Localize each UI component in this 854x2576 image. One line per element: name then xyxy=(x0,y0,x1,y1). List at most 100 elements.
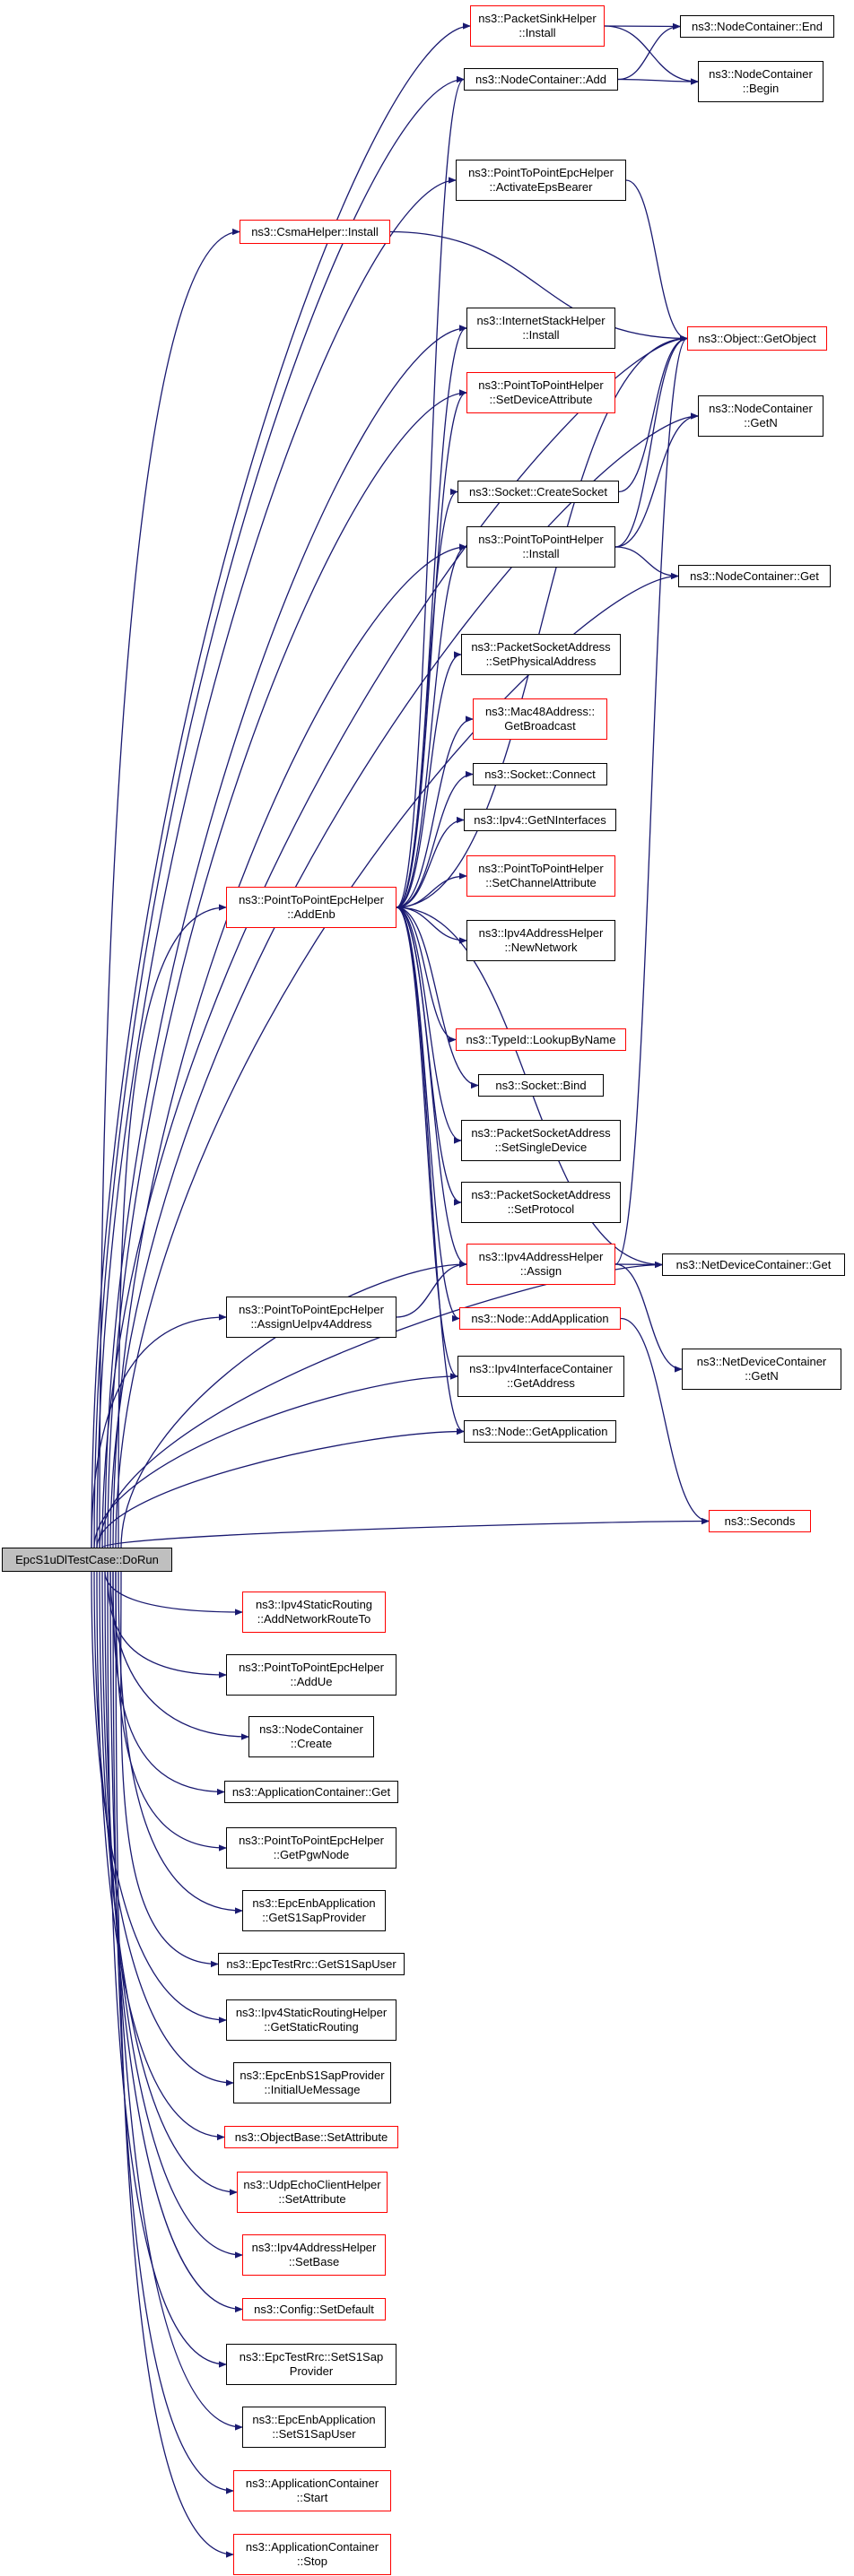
node-csmahelper-install[interactable]: ns3::CsmaHelper::Install xyxy=(240,220,390,244)
edge-root-to-seconds xyxy=(101,1517,710,1548)
edge-p2pepc-addenb-to-p2phelper-install xyxy=(396,543,467,908)
node-udpechoclienthelper-setattribute[interactable]: ns3::UdpEchoClientHelper ::SetAttribute xyxy=(237,2172,388,2213)
node-nodecontainer-create[interactable]: ns3::NodeContainer ::Create xyxy=(248,1716,374,1757)
edge-root-to-applicationcontainer-stop xyxy=(115,1571,234,2558)
node-p2pepc-getpgwnode[interactable]: ns3::PointToPointEpcHelper ::GetPgwNode xyxy=(226,1827,396,1869)
node-netdevicecontainer-get[interactable]: ns3::NetDeviceContainer::Get xyxy=(662,1253,845,1276)
node-ipv4interfacecontainer-getaddress[interactable]: ns3::Ipv4InterfaceContainer ::GetAddress xyxy=(458,1356,624,1397)
edge-root-to-ipv4staticroutinghelper-getstaticrouting xyxy=(91,1571,227,2024)
edge-packetsinkhelper-install-to-nodecontainer-end xyxy=(604,22,681,30)
edge-root-to-node-getapplication xyxy=(96,1427,465,1548)
node-socket-connect[interactable]: ns3::Socket::Connect xyxy=(473,763,607,785)
node-nodecontainer-begin[interactable]: ns3::NodeContainer ::Begin xyxy=(698,61,824,102)
node-root: EpcS1uDlTestCase::DoRun xyxy=(2,1548,172,1572)
edge-socket-createsocket-to-object-getobject xyxy=(618,334,688,493)
node-ipv4addresshelper-assign[interactable]: ns3::Ipv4AddressHelper ::Assign xyxy=(466,1244,615,1285)
node-netdevicecontainer-getn[interactable]: ns3::NetDeviceContainer ::GetN xyxy=(682,1349,841,1390)
node-applicationcontainer-start[interactable]: ns3::ApplicationContainer ::Start xyxy=(233,2470,391,2511)
edge-p2pepc-addenb-to-p2phelper-setchannelattribute xyxy=(396,872,467,908)
edge-p2phelper-install-to-object-getobject xyxy=(614,334,688,548)
edge-root-to-nodecontainer-getn xyxy=(109,412,699,1548)
node-applicationcontainer-stop[interactable]: ns3::ApplicationContainer ::Stop xyxy=(233,2534,391,2575)
edge-p2pepc-activateepsbearer-to-object-getobject xyxy=(625,179,688,343)
edge-root-to-epcenbapplication-gets1sapprovider xyxy=(118,1571,243,1914)
edge-p2pepc-addenb-to-socket-bind xyxy=(396,906,479,1089)
edge-root-to-p2phelper-setdeviceattribute xyxy=(107,389,467,1548)
edge-ipv4addresshelper-assign-to-netdevicecontainer-getn xyxy=(614,1263,683,1373)
edge-p2pepc-addenb-to-mac48address-getbroadcast xyxy=(396,716,474,908)
edge-packetsinkhelper-install-to-nodecontainer-begin xyxy=(604,25,699,85)
node-nodecontainer-end[interactable]: ns3::NodeContainer::End xyxy=(680,15,834,38)
edge-root-to-p2pepc-addenb xyxy=(118,904,227,1548)
edge-root-to-p2pepc-assignueipv4address xyxy=(91,1314,227,1548)
edge-root-to-ipv4addresshelper-setbase xyxy=(101,1571,243,2259)
node-node-getapplication[interactable]: ns3::Node::GetApplication xyxy=(464,1420,616,1443)
edge-root-to-ipv4staticrouting-addnetworkrouteto xyxy=(104,1571,243,1616)
node-epctestrrc-gets1sapuser[interactable]: ns3::EpcTestRrc::GetS1SapUser xyxy=(218,1953,405,1975)
node-epcenbs1sapprovider-initialuemessage[interactable]: ns3::EpcEnbS1SapProvider ::InitialUeMess… xyxy=(233,2062,391,2103)
edge-ipv4addresshelper-assign-to-object-getobject xyxy=(614,335,688,1265)
edge-p2pepc-assignueipv4address-to-ipv4addresshelper-assign xyxy=(396,1261,467,1318)
node-nodecontainer-getn[interactable]: ns3::NodeContainer ::GetN xyxy=(698,395,824,437)
edge-p2pepc-addenb-to-nodecontainer-add xyxy=(396,76,465,908)
edge-root-to-p2pepc-addue xyxy=(107,1571,227,1678)
edge-p2pepc-addenb-to-ipv4interfacecontainer-getaddress xyxy=(396,906,458,1380)
node-packetsinkhelper-install[interactable]: ns3::PacketSinkHelper ::Install xyxy=(470,5,605,47)
edge-root-to-p2pepc-activateepsbearer xyxy=(96,177,457,1548)
node-applicationcontainer-get[interactable]: ns3::ApplicationContainer::Get xyxy=(224,1781,398,1803)
edge-p2pepc-addenb-to-packetsocketaddress-setphysicaladdress xyxy=(396,651,462,908)
node-ipv4addresshelper-setbase[interactable]: ns3::Ipv4AddressHelper ::SetBase xyxy=(242,2234,386,2276)
edge-nodecontainer-add-to-nodecontainer-end xyxy=(617,22,681,81)
node-p2pepc-addue[interactable]: ns3::PointToPointEpcHelper ::AddUe xyxy=(226,1654,396,1696)
node-ipv4staticroutinghelper-getstaticrouting[interactable]: ns3::Ipv4StaticRoutingHelper ::GetStatic… xyxy=(226,1999,396,2041)
node-p2pepc-assignueipv4address[interactable]: ns3::PointToPointEpcHelper ::AssignUeIpv… xyxy=(226,1297,396,1338)
edge-p2pepc-addenb-to-ipv4-getninterfaces xyxy=(396,816,465,908)
node-p2pepc-addenb[interactable]: ns3::PointToPointEpcHelper ::AddEnb xyxy=(226,887,396,928)
node-socket-bind[interactable]: ns3::Socket::Bind xyxy=(478,1074,604,1097)
node-p2pepc-activateepsbearer[interactable]: ns3::PointToPointEpcHelper ::ActivateEps… xyxy=(456,160,626,201)
node-node-addapplication[interactable]: ns3::Node::AddApplication xyxy=(459,1307,621,1330)
node-epcenbapplication-gets1sapprovider[interactable]: ns3::EpcEnbApplication ::GetS1SapProvide… xyxy=(242,1890,386,1931)
node-ipv4-getninterfaces[interactable]: ns3::Ipv4::GetNInterfaces xyxy=(464,809,616,831)
node-packetsocketaddress-setphysicaladdress[interactable]: ns3::PacketSocketAddress ::SetPhysicalAd… xyxy=(461,634,621,675)
node-mac48address-getbroadcast[interactable]: ns3::Mac48Address:: GetBroadcast xyxy=(473,698,607,740)
node-socket-createsocket[interactable]: ns3::Socket::CreateSocket xyxy=(458,481,619,503)
edge-node-addapplication-to-seconds xyxy=(620,1317,710,1525)
node-ipv4addresshelper-newnetwork[interactable]: ns3::Ipv4AddressHelper ::NewNetwork xyxy=(466,920,615,961)
node-internetstackhelper-install[interactable]: ns3::InternetStackHelper ::Install xyxy=(466,308,615,349)
edge-p2pepc-addenb-to-node-getapplication xyxy=(396,906,465,1435)
node-typeid-lookupbyname[interactable]: ns3::TypeId::LookupByName xyxy=(456,1028,626,1051)
node-seconds[interactable]: ns3::Seconds xyxy=(709,1510,811,1532)
node-packetsocketaddress-setsingledevice[interactable]: ns3::PacketSocketAddress ::SetSingleDevi… xyxy=(461,1120,621,1161)
edge-root-to-udpechoclienthelper-setattribute xyxy=(99,1571,238,2196)
edge-p2pepc-addenb-to-ipv4addresshelper-assign xyxy=(396,906,467,1268)
edge-p2phelper-install-to-nodecontainer-get xyxy=(614,546,679,580)
node-nodecontainer-add[interactable]: ns3::NodeContainer::Add xyxy=(464,68,618,91)
node-p2phelper-setchannelattribute[interactable]: ns3::PointToPointHelper ::SetChannelAttr… xyxy=(466,855,615,897)
node-objectbase-setattribute[interactable]: ns3::ObjectBase::SetAttribute xyxy=(224,2126,398,2148)
node-packetsocketaddress-setprotocol[interactable]: ns3::PacketSocketAddress ::SetProtocol xyxy=(461,1182,621,1223)
edge-p2pepc-addenb-to-object-getobject xyxy=(396,334,688,908)
edge-root-to-epctestrrc-gets1sapuser xyxy=(120,1571,219,1968)
edge-root-to-nodecontainer-create xyxy=(109,1571,249,1740)
node-epctestrrc-sets1sapprovider[interactable]: ns3::EpcTestRrc::SetS1Sap Provider xyxy=(226,2344,396,2385)
node-object-getobject[interactable]: ns3::Object::GetObject xyxy=(687,326,827,351)
edge-root-to-ipv4interfacecontainer-getaddress xyxy=(93,1373,458,1548)
node-epcenbapplication-sets1sapuser[interactable]: ns3::EpcEnbApplication ::SetS1SapUser xyxy=(242,2407,386,2448)
edge-root-to-packetsinkhelper-install xyxy=(91,22,471,1548)
edge-root-to-applicationcontainer-start xyxy=(112,1571,234,2494)
node-nodecontainer-get[interactable]: ns3::NodeContainer::Get xyxy=(678,565,831,587)
edge-root-to-epcenbs1sapprovider-initialuemessage xyxy=(93,1571,234,2086)
edge-root-to-epctestrrc-sets1sapprovider xyxy=(107,1571,227,2368)
edge-csmahelper-install-to-object-getobject xyxy=(389,230,688,343)
node-ipv4staticrouting-addnetworkrouteto[interactable]: ns3::Ipv4StaticRouting ::AddNetworkRoute… xyxy=(242,1592,386,1633)
edge-root-to-nodecontainer-add xyxy=(93,75,465,1548)
edge-root-to-nodecontainer-get xyxy=(115,572,679,1548)
edge-p2pepc-addenb-to-packetsocketaddress-setsingledevice xyxy=(396,906,462,1144)
node-config-setdefault[interactable]: ns3::Config::SetDefault xyxy=(242,2298,386,2320)
node-p2phelper-install[interactable]: ns3::PointToPointHelper ::Install xyxy=(466,526,615,568)
edge-nodecontainer-add-to-nodecontainer-begin xyxy=(617,78,699,85)
node-p2phelper-setdeviceattribute[interactable]: ns3::PointToPointHelper ::SetDeviceAttri… xyxy=(466,372,615,413)
